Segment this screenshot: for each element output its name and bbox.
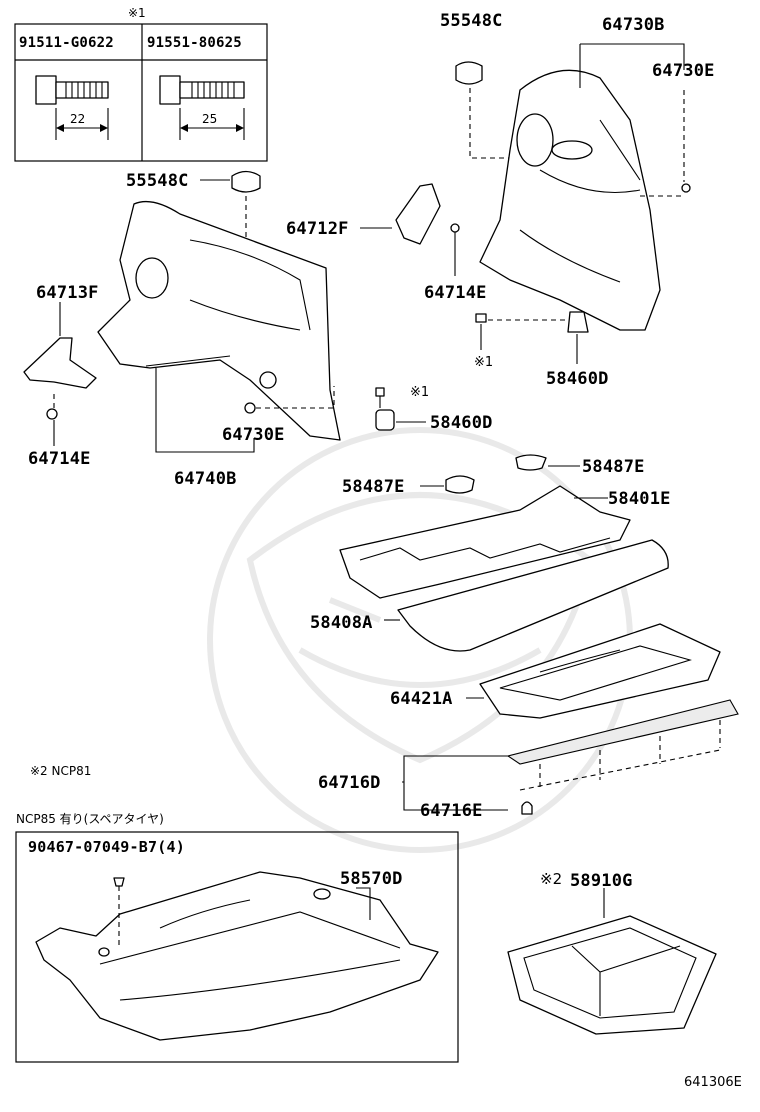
label-58910g: 58910G <box>570 871 633 891</box>
bolt-length-2: 25 <box>202 112 218 126</box>
note-ncp81: ※2 NCP81 <box>30 764 92 778</box>
note-mark-mid: ※1 <box>410 385 430 400</box>
cover-58487e-right <box>515 454 547 471</box>
label-64716e: 64716E <box>420 801 483 821</box>
note-mark-right: ※1 <box>474 355 494 370</box>
deck-board-58401e <box>339 485 631 599</box>
bolt-table <box>14 23 268 162</box>
quarter-trim-right <box>479 69 661 331</box>
tray-58910g <box>507 915 717 1035</box>
diagram-code: 641306E <box>684 1075 742 1090</box>
label-64712f: 64712F <box>286 219 349 239</box>
label-64730e-mid: 64730E <box>222 425 285 445</box>
ncp85-box <box>15 831 459 1063</box>
label-58460d-mid: 58460D <box>430 413 493 433</box>
label-58487e-right: 58487E <box>582 457 645 477</box>
label-58460d-right: 58460D <box>546 369 609 389</box>
label-64713f: 64713F <box>36 283 99 303</box>
cap-55548c-left <box>231 170 261 193</box>
clip-64716e <box>521 801 533 815</box>
note-mark-2: ※2 <box>540 870 563 888</box>
label-64716d: 64716D <box>318 773 381 793</box>
cover-58487e-left <box>445 475 475 494</box>
label-55548c-left: 55548C <box>126 171 189 191</box>
clip-58460d-right <box>567 311 589 333</box>
bolt-part-number-2: 91551-80625 <box>147 35 242 51</box>
label-58401e: 58401E <box>608 489 671 509</box>
screw-90467 <box>113 877 125 887</box>
label-64730b: 64730B <box>602 15 665 35</box>
label-64714e-mid: 64714E <box>424 283 487 303</box>
bolt-part-number-1: 91511-G0622 <box>19 35 114 51</box>
label-64421a: 64421A <box>390 689 453 709</box>
quarter-trim-left <box>97 200 341 441</box>
note-ncp85: NCP85 有り(スペアタイヤ) <box>16 812 164 826</box>
scuff-plate-64716d <box>506 699 739 765</box>
bracket-64712f <box>395 183 441 245</box>
label-64740b: 64740B <box>174 469 237 489</box>
label-64730e-top: 64730E <box>652 61 715 81</box>
cover-58570d <box>35 871 439 1041</box>
label-90467: 90467-07049-B7(4) <box>28 838 185 856</box>
label-58487e-left: 58487E <box>342 477 405 497</box>
bracket-64713f <box>23 337 97 389</box>
bolt-table-note-mark: ※1 <box>128 6 146 20</box>
board-58408a <box>397 539 669 652</box>
bolt-length-1: 22 <box>70 112 86 126</box>
label-64714e-left: 64714E <box>28 449 91 469</box>
label-58570d: 58570D <box>340 869 403 889</box>
label-58408a: 58408A <box>310 613 373 633</box>
tray-64421a <box>479 623 721 719</box>
label-55548c-top: 55548C <box>440 11 503 31</box>
cap-55548c-top <box>455 61 483 85</box>
